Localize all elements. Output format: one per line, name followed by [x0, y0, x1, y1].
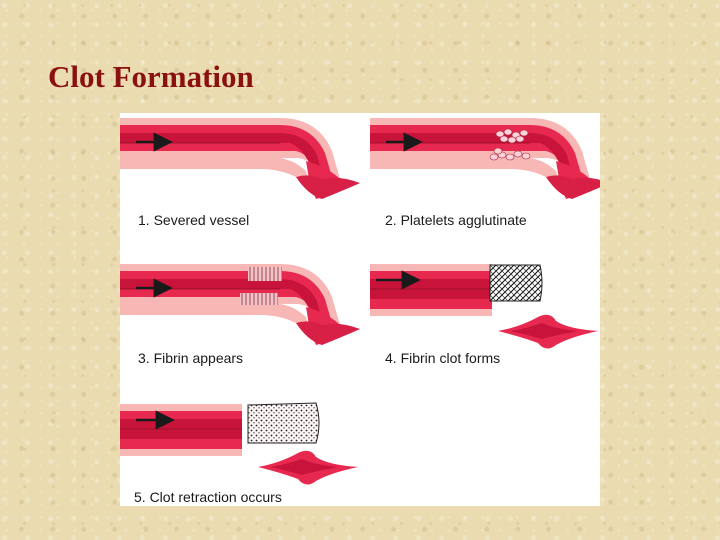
- caption-step-1: 1. Severed vessel: [138, 212, 249, 228]
- clot-formation-diagram: 1. Severed vessel 2. Platelets agglutina…: [120, 113, 600, 506]
- step-4-illustration: [370, 264, 598, 349]
- step-5-illustration: [120, 403, 358, 485]
- fibrin-strands-bottom: [240, 293, 278, 305]
- fibrin-clot: [490, 265, 542, 301]
- slide-title: Clot Formation: [48, 58, 254, 95]
- caption-step-4: 4. Fibrin clot forms: [385, 350, 500, 366]
- caption-step-3: 3. Fibrin appears: [138, 350, 243, 366]
- fibrin-strands-top: [248, 267, 282, 281]
- step-2-illustration: [370, 118, 600, 199]
- step-1-illustration: [120, 118, 360, 199]
- retracted-clot: [248, 403, 319, 443]
- step-3-illustration: [120, 264, 360, 345]
- caption-step-5: 5. Clot retraction occurs: [134, 489, 282, 505]
- caption-step-2: 2. Platelets agglutinate: [385, 212, 527, 228]
